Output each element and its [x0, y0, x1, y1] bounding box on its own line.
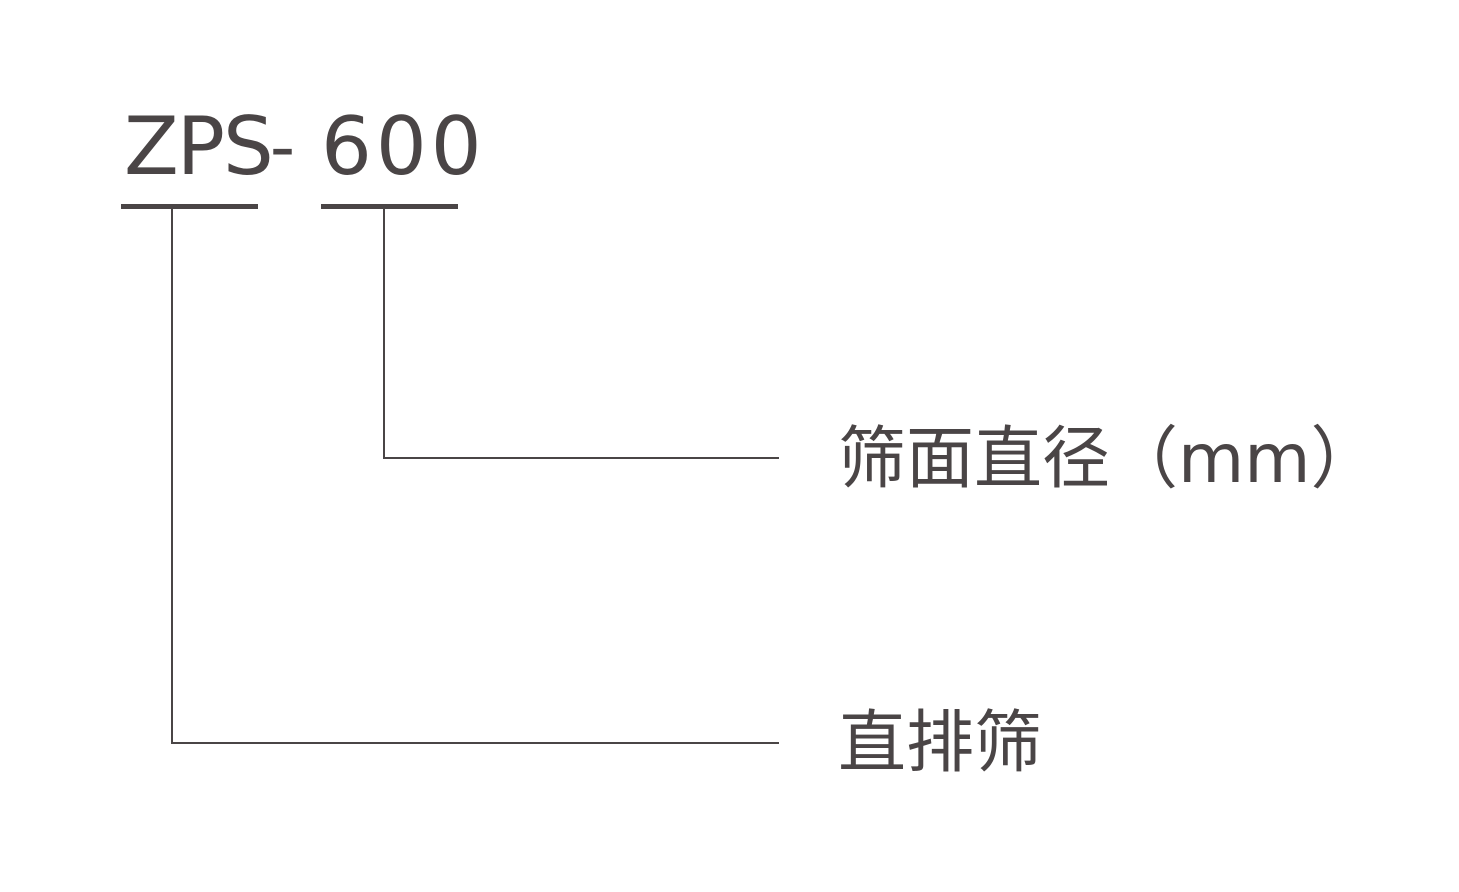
prefix-leader-horizontal	[171, 742, 779, 744]
number-leader-horizontal	[383, 457, 779, 459]
model-number: 600	[321, 100, 486, 193]
prefix-leader-vertical	[171, 209, 173, 744]
prefix-underline	[121, 204, 258, 209]
number-meaning-label: 筛面直径（mm）	[838, 420, 1379, 499]
prefix-meaning-label: 直排筛	[838, 704, 1043, 783]
number-leader-vertical	[383, 209, 385, 459]
number-underline	[321, 204, 458, 209]
model-separator: -	[269, 106, 297, 188]
model-prefix: ZPS	[124, 100, 274, 193]
